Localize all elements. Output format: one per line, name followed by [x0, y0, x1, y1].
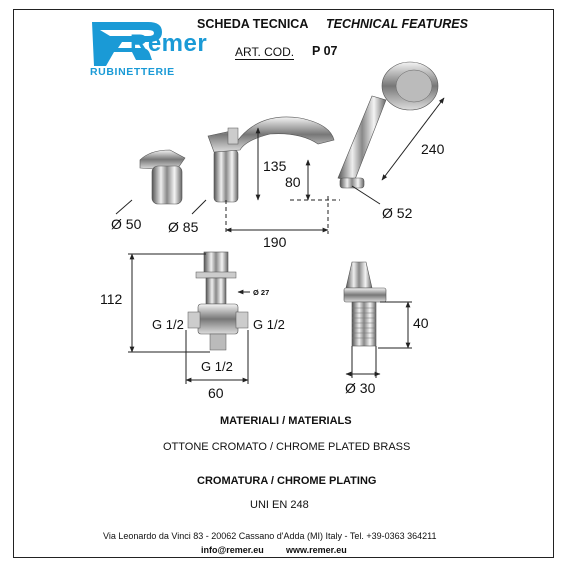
- dim-valve-inlet-right: G 1/2: [253, 317, 285, 332]
- valve-drawing: [187, 251, 249, 351]
- dim-valve-outlet: G 1/2: [201, 359, 233, 374]
- materials-value: OTTONE CROMATO / CHROME PLATED BRASS: [163, 441, 411, 453]
- dim-valve-width: 60: [208, 385, 224, 401]
- logo-brand-text: Remer: [130, 30, 208, 57]
- logo-subtitle: RUBINETTERIE: [90, 66, 175, 78]
- plating-heading: CROMATURA / CHROME PLATING: [197, 475, 377, 487]
- footer-address: Via Leonardo da Vinci 83 - 20062 Cassano…: [103, 531, 437, 541]
- lever-mixer-drawing: [139, 149, 186, 205]
- dim-fitting-diameter: Ø 30: [345, 380, 376, 396]
- footer-web[interactable]: www.remer.eu: [286, 545, 347, 555]
- remer-logo-mark: [92, 22, 162, 66]
- dim-diameter-hose: Ø 52: [382, 205, 413, 221]
- dim-valve-diameter: Ø 27: [253, 288, 270, 297]
- art-cod-label: ART. COD.: [235, 45, 295, 60]
- dim-spout-width: 190: [263, 234, 287, 250]
- sheet-border: [13, 9, 554, 558]
- materials-heading: MATERIALI / MATERIALS: [220, 415, 352, 427]
- dim-hand-shower-length: 240: [421, 141, 445, 157]
- dim-diameter-lever: Ø 50: [111, 216, 142, 232]
- plating-value: UNI EN 248: [250, 499, 309, 511]
- art-cod-value: P 07: [312, 44, 338, 58]
- title-italian: SCHEDA TECNICA: [197, 17, 309, 31]
- fitting-drawing: [343, 261, 387, 347]
- dim-valve-inlet-left: G 1/2: [152, 317, 184, 332]
- brand-logo: Remer RUBINETTERIE: [88, 18, 207, 80]
- dim-diameter-spout: Ø 85: [168, 219, 199, 235]
- dim-fitting-height: 40: [413, 315, 429, 331]
- dim-height-inner: 80: [285, 174, 301, 190]
- dim-valve-height: 112: [100, 291, 123, 307]
- title-english: TECHNICAL FEATURES: [326, 17, 468, 31]
- footer-email[interactable]: info@remer.eu: [201, 545, 264, 555]
- dim-height-spout: 135: [263, 158, 287, 174]
